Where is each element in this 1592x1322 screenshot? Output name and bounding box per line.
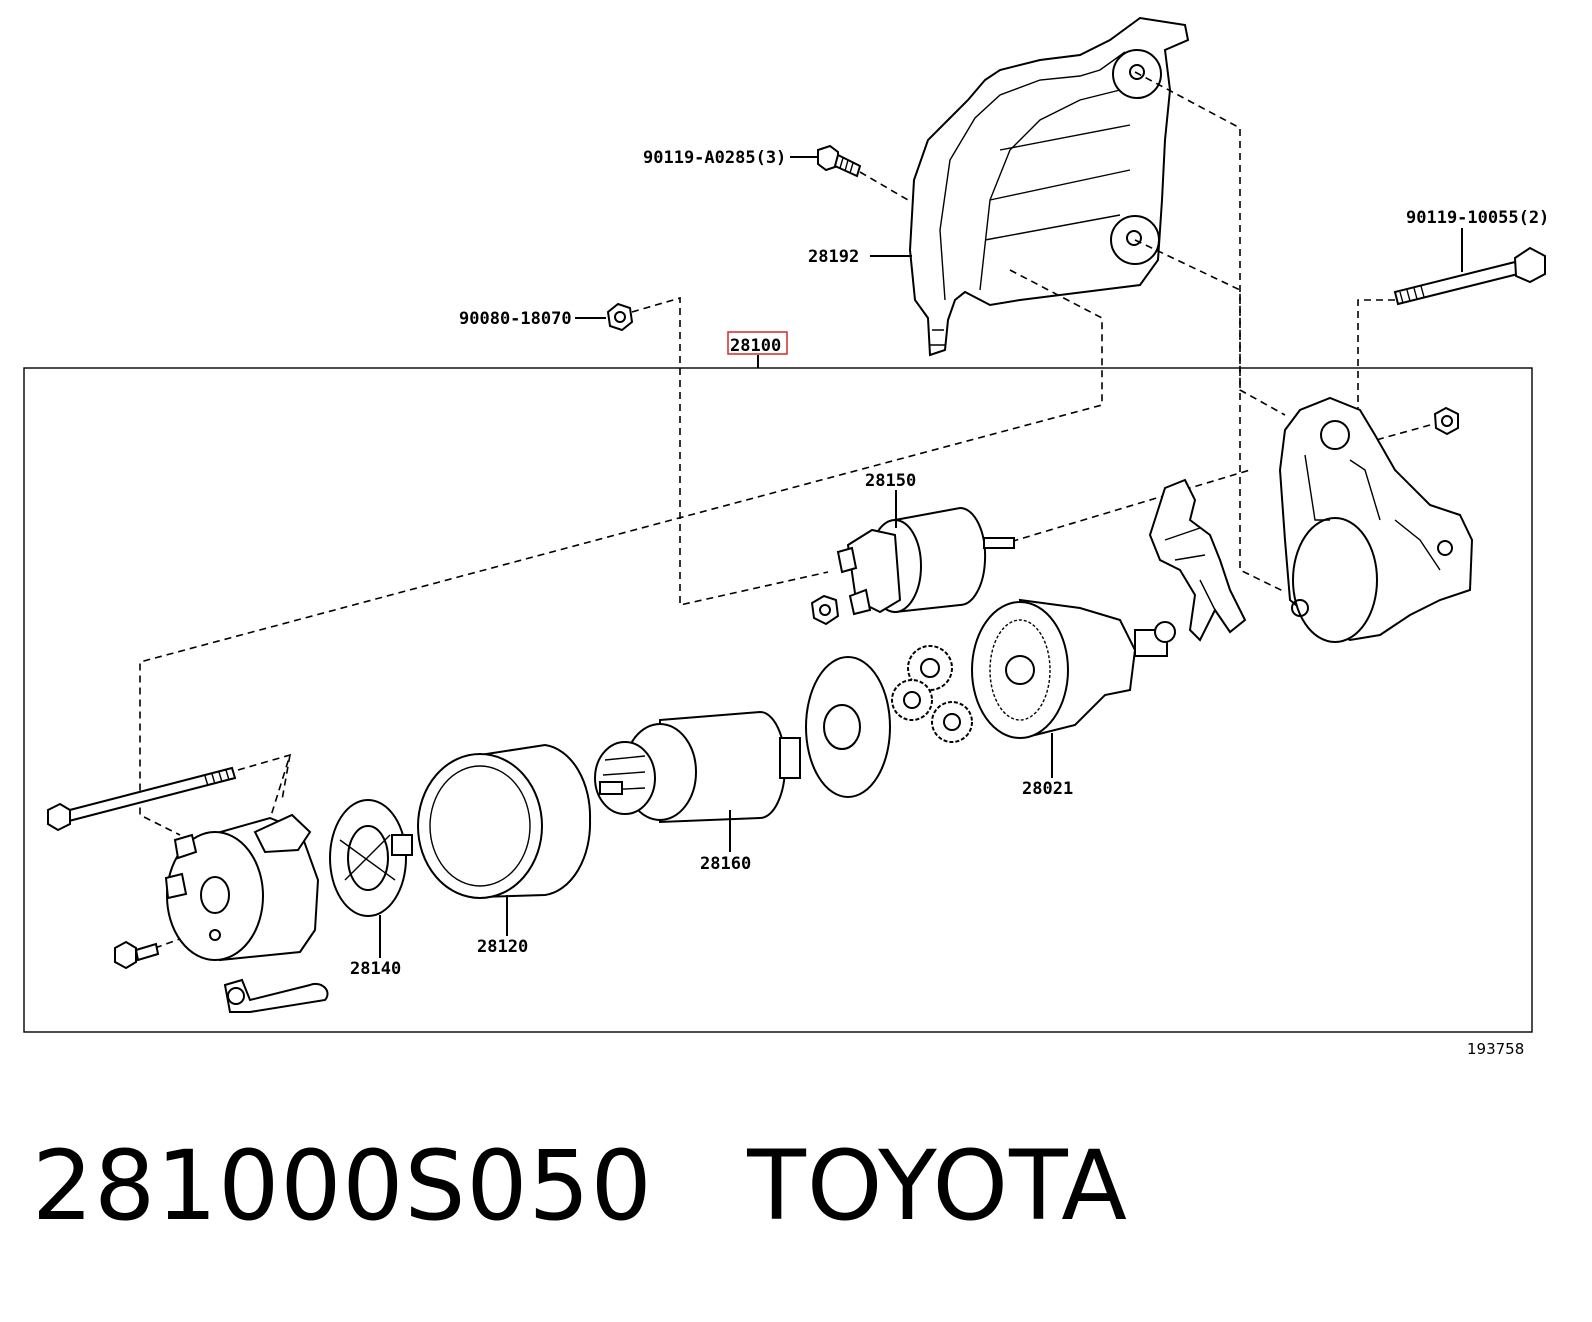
yoke[interactable] bbox=[417, 743, 592, 899]
bolt-long[interactable] bbox=[1393, 246, 1546, 306]
label-cover[interactable]: 28192 bbox=[808, 247, 859, 267]
label-assembly[interactable]: 28100 bbox=[730, 336, 781, 356]
nut-right[interactable] bbox=[1433, 406, 1459, 436]
commutator-end-frame[interactable] bbox=[164, 813, 320, 962]
label-yoke[interactable]: 28120 bbox=[477, 937, 528, 957]
internal-gear-plate[interactable] bbox=[805, 656, 891, 798]
solenoid-nut[interactable] bbox=[810, 594, 840, 626]
nut-left[interactable] bbox=[606, 302, 634, 332]
label-bolt-top[interactable]: 90119-A0285(3) bbox=[643, 148, 786, 168]
grommet-hose[interactable] bbox=[223, 978, 329, 1013]
planetary-gear-assembly[interactable] bbox=[971, 598, 1176, 739]
heat-shield-cover[interactable] bbox=[908, 16, 1190, 357]
label-armature[interactable]: 28160 bbox=[700, 854, 751, 874]
brush-holder[interactable] bbox=[329, 799, 413, 917]
label-solenoid[interactable]: 28150 bbox=[865, 471, 916, 491]
end-screw[interactable] bbox=[114, 940, 160, 970]
shift-lever[interactable] bbox=[1148, 478, 1247, 642]
label-bolt-long[interactable]: 90119-10055(2) bbox=[1406, 208, 1549, 228]
label-nut[interactable]: 90080-18070 bbox=[459, 309, 572, 329]
brand-name: TOYOTA bbox=[747, 1130, 1128, 1242]
through-bolt[interactable] bbox=[47, 766, 237, 832]
bolt-top[interactable] bbox=[817, 144, 862, 178]
part-title: 281000S050 TOYOTA bbox=[32, 1138, 1128, 1234]
solenoid[interactable] bbox=[836, 506, 1015, 616]
label-brush-holder[interactable]: 28140 bbox=[350, 959, 401, 979]
part-number: 281000S050 bbox=[32, 1130, 653, 1242]
assembly-frame bbox=[23, 367, 1533, 1033]
drive-housing[interactable] bbox=[1278, 396, 1474, 643]
label-planetary[interactable]: 28021 bbox=[1022, 779, 1073, 799]
reference-id: 193758 bbox=[1467, 1040, 1524, 1058]
armature[interactable] bbox=[594, 710, 801, 824]
highlight-box bbox=[727, 331, 788, 355]
planet-gears[interactable] bbox=[891, 645, 973, 743]
